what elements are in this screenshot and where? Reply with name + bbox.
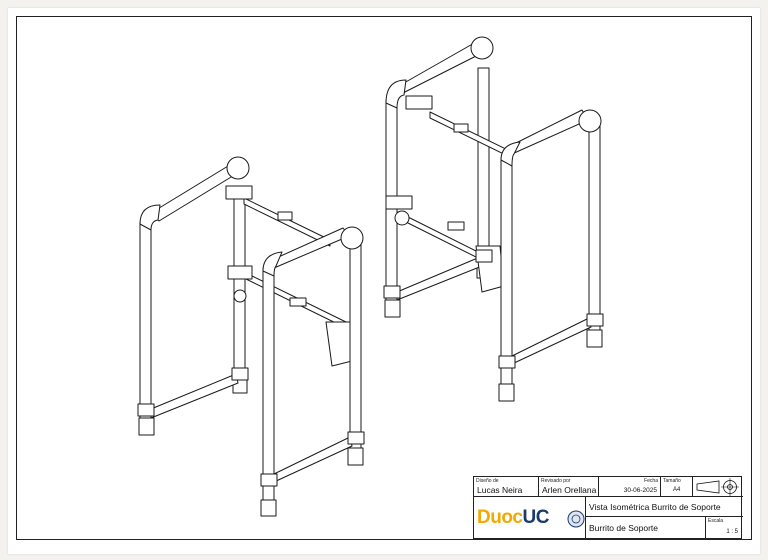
left-joint-a [137, 403, 155, 417]
right-front-elbow-left [500, 141, 521, 167]
right-front-right-foot [586, 329, 603, 348]
left-bottom-rail [150, 373, 239, 419]
left-upper-connector [243, 197, 331, 247]
right-upper-clamp [405, 95, 433, 110]
left-front-bottom-rail [273, 436, 353, 483]
reviewed-label: Revisado por [541, 478, 571, 484]
left-back-left-post [139, 221, 152, 423]
right-joint-a [383, 285, 401, 299]
reviewer-cell: Revisado por Arlen Orellana [539, 477, 599, 497]
left-rod-nut-2 [289, 297, 307, 307]
logo-text-uc: UC [522, 507, 550, 528]
size-cell: Tamaño A4 [661, 477, 693, 497]
view-title: Vista Isométrica Burrito de Soporte [589, 502, 721, 512]
right-front-elbow-right [578, 109, 602, 133]
right-front-bottom-rail [511, 317, 592, 365]
left-joint-c [260, 473, 278, 487]
right-joint-d [586, 313, 604, 327]
drawing-sheet [8, 8, 760, 554]
third-angle-projection-icon [696, 478, 739, 496]
scale-value: 1 : 5 [726, 529, 738, 535]
date-label: Fecha [644, 478, 658, 484]
right-rod-nut-2 [447, 221, 465, 231]
left-front-left-foot [260, 499, 277, 517]
right-elbow-back [470, 36, 494, 60]
size-value: A4 [673, 487, 681, 493]
left-hinge [233, 289, 247, 303]
designer-cell: Diseño de Lucas Neira [474, 477, 539, 497]
right-joint-c [498, 355, 516, 369]
left-front-right-foot [347, 447, 364, 466]
right-front-top-rail [511, 109, 589, 155]
left-front-elbow-right [340, 226, 364, 250]
title-block: Diseño de Lucas Neira Revisado por Arlen… [473, 476, 743, 540]
scale-label: Escala [708, 518, 724, 524]
right-bottom-rail [396, 256, 483, 301]
date-value: 30-06-2025 [623, 487, 657, 494]
left-back-right-post [233, 185, 246, 387]
left-frame [137, 156, 365, 517]
right-front-right-post [588, 117, 601, 341]
right-frame [383, 36, 604, 402]
size-label: Tamaño [663, 478, 681, 484]
view-title-cell: Vista Isométrica Burrito de Soporte [586, 497, 743, 517]
left-front-foot-back [138, 417, 155, 436]
projection-symbol-cell [693, 477, 743, 497]
logo-cell: DuocUC [474, 497, 586, 540]
right-back-left-foot [384, 299, 401, 318]
reviewer-name: Arlen Orellana [542, 485, 597, 495]
part-name: Burrito de Soporte [589, 523, 658, 533]
right-upper-connector [429, 111, 513, 159]
left-elbow-front [139, 204, 161, 231]
designer-name: Lucas Neira [477, 485, 523, 495]
part-name-cell: Burrito de Soporte [586, 517, 706, 540]
right-elbow-front [385, 79, 407, 109]
left-upper-clamp [225, 185, 253, 200]
design-label: Diseño de [476, 478, 499, 484]
right-hinge [394, 210, 410, 226]
left-elbow-back [226, 156, 250, 180]
right-front-left-foot [498, 383, 515, 402]
left-front-left-post [262, 267, 275, 509]
left-mid-clamp [227, 265, 253, 280]
left-front-elbow-left [262, 251, 283, 277]
left-front-right-post [349, 233, 362, 457]
left-rod-nut-1 [277, 211, 293, 221]
duoc-seal-icon [567, 510, 585, 528]
logo-text-duoc: Duoc [477, 507, 523, 528]
scale-cell: Escala 1 : 5 [706, 517, 743, 540]
left-joint-d [347, 431, 365, 445]
right-mid-clamp [385, 195, 413, 210]
date-cell: Fecha 30-06-2025 [599, 477, 661, 497]
right-back-right-post [477, 67, 490, 274]
drawing-frame [16, 16, 752, 540]
right-rod-nut-1 [453, 123, 469, 133]
duoc-logo: DuocUC [477, 507, 549, 529]
left-joint-b [231, 367, 249, 381]
right-joint-b [475, 249, 493, 263]
